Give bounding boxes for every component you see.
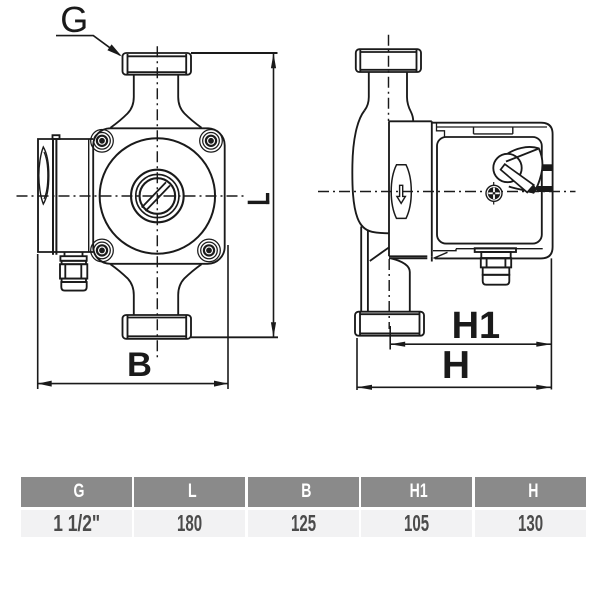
svg-text:H: H <box>442 344 470 387</box>
svg-text:H1: H1 <box>452 305 501 347</box>
svg-text:G: G <box>60 0 88 40</box>
svg-text:B: B <box>127 346 152 384</box>
